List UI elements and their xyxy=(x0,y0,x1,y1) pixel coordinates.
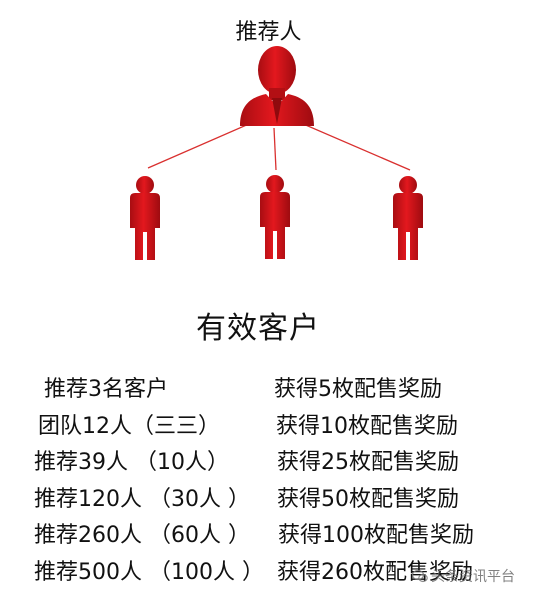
referrer-person-icon xyxy=(240,46,314,126)
connector-line-middle xyxy=(273,127,277,171)
client-person-icon xyxy=(393,176,423,260)
rule-condition: 推荐260人 （60人 ） xyxy=(34,523,250,548)
connector-line-left xyxy=(147,119,259,169)
rule-row: 推荐3名客户 获得5枚配售奖励 xyxy=(0,372,537,409)
rule-condition: 推荐500人 （100人 ） xyxy=(34,559,264,585)
rule-reward: 获得100枚配售奖励 xyxy=(278,523,474,548)
rule-condition: 团队12人（三三） xyxy=(38,413,220,439)
valid-clients-caption: 有效客户 xyxy=(196,311,320,346)
rule-row: 团队12人（三三） 获得10枚配售奖励 xyxy=(0,409,537,446)
rule-condition: 推荐120人 （30人 ） xyxy=(34,486,250,512)
watermark-text: 头条资讯平台 xyxy=(431,569,515,585)
rule-reward: 获得50枚配售奖励 xyxy=(277,486,459,512)
connector-line-right xyxy=(293,119,411,171)
rule-reward: 获得10枚配售奖励 xyxy=(276,413,458,439)
rule-condition: 推荐39人 （10人） xyxy=(34,450,229,475)
rule-row: 推荐120人 （30人 ） 获得50枚配售奖励 xyxy=(0,482,537,519)
rule-reward: 获得25枚配售奖励 xyxy=(277,450,459,475)
client-person-icon xyxy=(130,176,160,260)
wechat-icon xyxy=(412,569,428,583)
referral-diagram xyxy=(130,46,423,260)
referrer-label: 推荐人 xyxy=(235,20,302,45)
rule-row: 推荐39人 （10人） 获得25枚配售奖励 xyxy=(0,445,537,482)
rule-row: 推荐500人 （100人 ） 获得260枚配售奖励 xyxy=(0,555,537,592)
watermark: 头条资讯平台 xyxy=(412,566,515,586)
rule-reward: 获得260枚配售奖励 xyxy=(277,559,473,585)
rule-condition: 推荐3名客户 xyxy=(44,377,168,402)
reward-rules-list: 推荐3名客户 获得5枚配售奖励 团队12人（三三） 获得10枚配售奖励 推荐39… xyxy=(0,372,537,591)
client-person-icon xyxy=(260,175,290,259)
rule-row: 推荐260人 （60人 ） 获得100枚配售奖励 xyxy=(0,518,537,555)
rule-reward: 获得5枚配售奖励 xyxy=(274,377,442,402)
